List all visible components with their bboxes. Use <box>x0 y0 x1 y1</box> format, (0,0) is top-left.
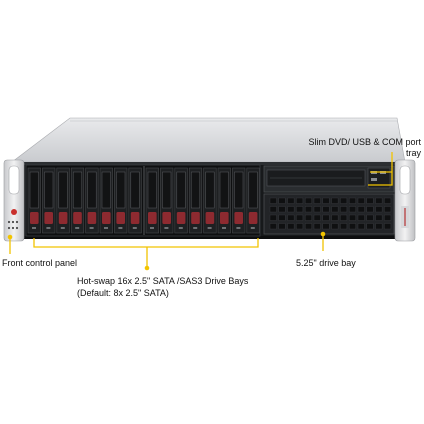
vent-slot <box>305 206 312 213</box>
slim-dvd-usb-com-tray <box>263 165 395 193</box>
vent-slot <box>287 206 295 213</box>
vent-slot <box>349 223 356 230</box>
callout-dot-hotswap <box>144 265 150 271</box>
vent-slot <box>269 206 277 213</box>
vent-slot <box>269 223 277 230</box>
label-tray: tray <box>405 148 421 158</box>
vent-slot <box>357 197 365 204</box>
vent-slot <box>313 197 321 204</box>
vent-slot <box>366 206 374 213</box>
vent-slot <box>278 214 286 221</box>
vent-slot <box>357 214 365 221</box>
drive-bay-slot <box>232 167 246 234</box>
vent-slot <box>269 214 277 221</box>
vent-slot <box>296 223 304 230</box>
vent-slot <box>322 206 330 213</box>
vent-slot <box>305 223 312 230</box>
vent-slot <box>278 197 286 204</box>
vent-slot <box>313 223 321 230</box>
drive-bay-slot <box>56 167 70 234</box>
vent-slot <box>340 223 348 230</box>
vent-slot <box>322 214 330 221</box>
callout-dot-drive-bay <box>320 231 326 237</box>
vent-slot <box>375 223 383 230</box>
vent-slot <box>331 214 339 221</box>
vent-slot <box>375 197 383 204</box>
vent-slot <box>287 223 295 230</box>
drive-bay-slot <box>145 167 159 234</box>
callout-dot-front-panel <box>7 234 13 240</box>
vent-slot <box>331 223 339 230</box>
vent-slot <box>287 214 295 221</box>
vent-slot <box>366 223 374 230</box>
vent-slot <box>366 214 374 221</box>
vent-slot <box>269 197 277 204</box>
vent-slot <box>313 206 321 213</box>
vent-slot <box>340 197 348 204</box>
vent-slot <box>287 197 295 204</box>
vent-slot <box>305 214 312 221</box>
vent-slot <box>296 197 304 204</box>
drive-bay-slot <box>246 167 260 234</box>
drive-bay-slot <box>114 167 128 234</box>
vent-slot <box>384 223 392 230</box>
vent-slot <box>375 206 383 213</box>
vent-slot <box>322 223 330 230</box>
vent-slot <box>305 197 312 204</box>
vent-slot <box>331 206 339 213</box>
vent-slot <box>349 214 356 221</box>
drive-bay-slot <box>99 167 113 234</box>
label-hotswap-line2: (Default: 8x 2.5" SATA) <box>77 288 169 298</box>
drive-bay-slot <box>188 167 203 234</box>
vent-slot <box>366 197 374 204</box>
drive-bay-slot <box>85 167 99 234</box>
vent-slot <box>322 197 330 204</box>
drive-bay-slot <box>70 167 85 234</box>
vent-slot <box>278 206 286 213</box>
callout-lines <box>9 152 393 268</box>
vent-slot <box>296 214 304 221</box>
drive-bay-slot <box>160 167 174 234</box>
vent-slot <box>384 197 392 204</box>
drive-bay-slot <box>203 167 217 234</box>
vent-slot <box>278 223 286 230</box>
vent-slot <box>340 206 348 213</box>
vent-slot <box>331 197 339 204</box>
drive-bay-slot <box>128 167 142 234</box>
drive-bay-5-25 <box>263 193 395 235</box>
vent-slot <box>375 214 383 221</box>
vent-slot <box>349 197 356 204</box>
drive-bay-slot <box>42 167 56 234</box>
drive-bay-slot <box>27 167 41 234</box>
vent-slot <box>340 214 348 221</box>
vent-slot <box>357 206 365 213</box>
vent-slot <box>384 214 392 221</box>
vent-slot <box>313 214 321 221</box>
vent-slot <box>349 206 356 213</box>
front-control-panel <box>7 209 19 230</box>
label-hotswap-line1: Hot-swap 16x 2.5" SATA /SAS3 Drive Bays <box>77 276 249 286</box>
label-slim-dvd: Slim DVD/ USB & COM port <box>308 137 421 147</box>
label-front-control-panel: Front control panel <box>2 258 78 268</box>
label-drive-bay: 5.25" drive bay <box>296 258 356 268</box>
vent-slot <box>296 206 304 213</box>
drive-bay-slot <box>174 167 188 234</box>
vent-slot <box>384 206 392 213</box>
vent-slot <box>357 223 365 230</box>
drive-bay-slot <box>217 167 231 234</box>
